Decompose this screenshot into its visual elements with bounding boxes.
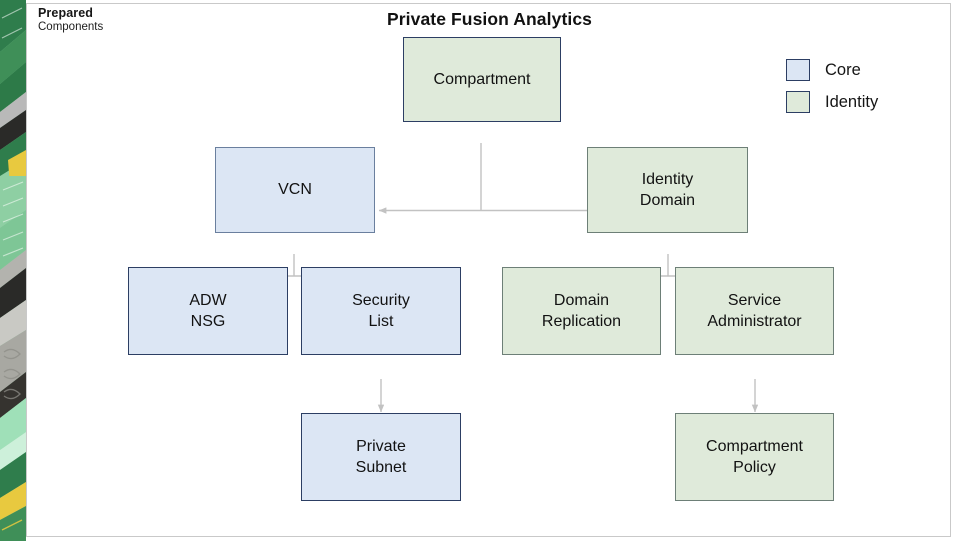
legend-swatch-identity-icon	[786, 91, 810, 113]
node-label-identity-domain-line2: Domain	[639, 192, 696, 209]
legend-swatch-core-icon	[786, 59, 810, 81]
prepared-subtitle: Components	[38, 20, 104, 33]
node-identity-domain[interactable]: Identity Domain	[587, 147, 748, 233]
prepared-label: Prepared	[38, 6, 93, 20]
node-vcn[interactable]: VCN	[215, 147, 375, 233]
node-label-adw-nsg-line1: ADW	[189, 291, 227, 309]
legend: Core Identity	[786, 54, 878, 118]
node-service-administrator[interactable]: Service Administrator	[675, 267, 834, 355]
legend-item-core[interactable]: Core	[786, 54, 878, 86]
node-label-security-list-line2: List	[368, 313, 394, 330]
node-label-compartment-policy-line2: Policy	[733, 459, 776, 476]
node-label-vcn: VCN	[278, 181, 312, 199]
node-domain-replication[interactable]: Domain Replication	[502, 267, 661, 355]
node-label-compartment: Compartment	[433, 70, 531, 88]
node-compartment[interactable]: Compartment	[403, 37, 561, 122]
decorative-artwork-strip	[0, 0, 26, 541]
node-label-private-subnet-line1: Private	[356, 437, 406, 455]
node-label-security-list-line1: Security	[352, 291, 410, 309]
node-private-subnet[interactable]: Private Subnet	[301, 413, 461, 501]
legend-label-core: Core	[825, 60, 861, 79]
prepared-by-block: Prepared Components	[38, 6, 103, 34]
node-label-domain-replication-line2: Replication	[541, 313, 622, 330]
legend-label-identity: Identity	[825, 92, 879, 111]
node-adw-nsg[interactable]: ADW NSG	[128, 267, 288, 355]
node-label-service-administrator-line2: Administrator	[707, 313, 802, 330]
page-title: Private Fusion Analytics	[386, 9, 592, 29]
legend-item-identity[interactable]: Identity	[786, 86, 878, 118]
node-label-domain-replication-line1: Domain	[553, 291, 610, 309]
node-label-compartment-policy-line1: Compartment	[706, 437, 803, 455]
node-label-identity-domain-line1: Identity	[641, 170, 694, 188]
node-compartment-policy[interactable]: Compartment Policy	[675, 413, 834, 501]
node-security-list[interactable]: Security List	[301, 267, 461, 355]
node-label-service-administrator-line1: Service	[727, 291, 782, 309]
node-label-adw-nsg-line2: NSG	[190, 313, 226, 330]
node-label-private-subnet-line2: Subnet	[355, 459, 407, 476]
slide-canvas: Prepared Components Private Fusion Analy…	[26, 3, 951, 537]
